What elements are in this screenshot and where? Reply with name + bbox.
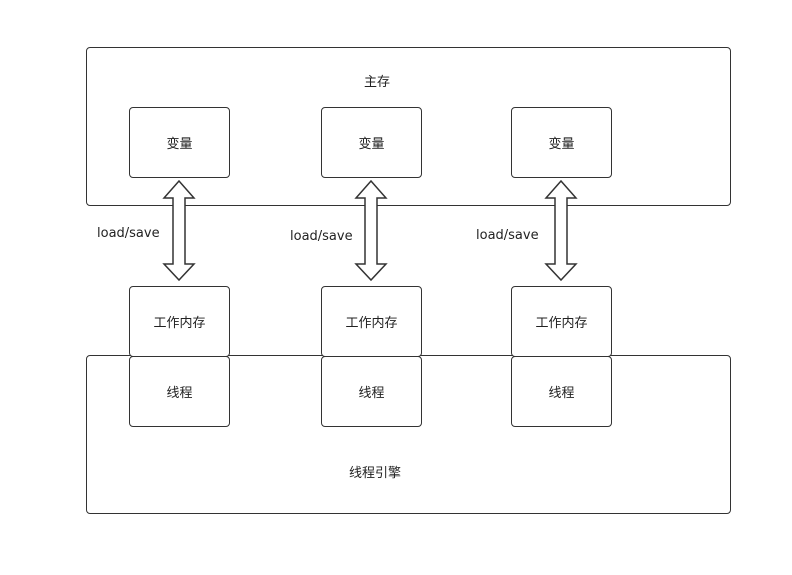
variable-box-2: 变量 xyxy=(321,107,422,178)
arrow-label-3: load/save xyxy=(476,228,539,243)
thread-engine-title: 线程引擎 xyxy=(349,466,402,481)
arrow-label-2: load/save xyxy=(290,229,353,244)
double-arrow-icon xyxy=(354,179,388,282)
thread-box-3: 线程 xyxy=(511,356,612,427)
variable-box-3: 变量 xyxy=(511,107,612,178)
working-memory-box-2: 工作内存 xyxy=(321,286,422,357)
arrow-label-1: load/save xyxy=(97,226,160,241)
working-memory-box-3: 工作内存 xyxy=(511,286,612,357)
variable-box-1: 变量 xyxy=(129,107,230,178)
main-memory-title: 主存 xyxy=(364,75,391,90)
thread-box-2: 线程 xyxy=(321,356,422,427)
working-memory-box-1: 工作内存 xyxy=(129,286,230,357)
double-arrow-icon xyxy=(544,179,578,282)
double-arrow-icon xyxy=(162,179,196,282)
thread-box-1: 线程 xyxy=(129,356,230,427)
